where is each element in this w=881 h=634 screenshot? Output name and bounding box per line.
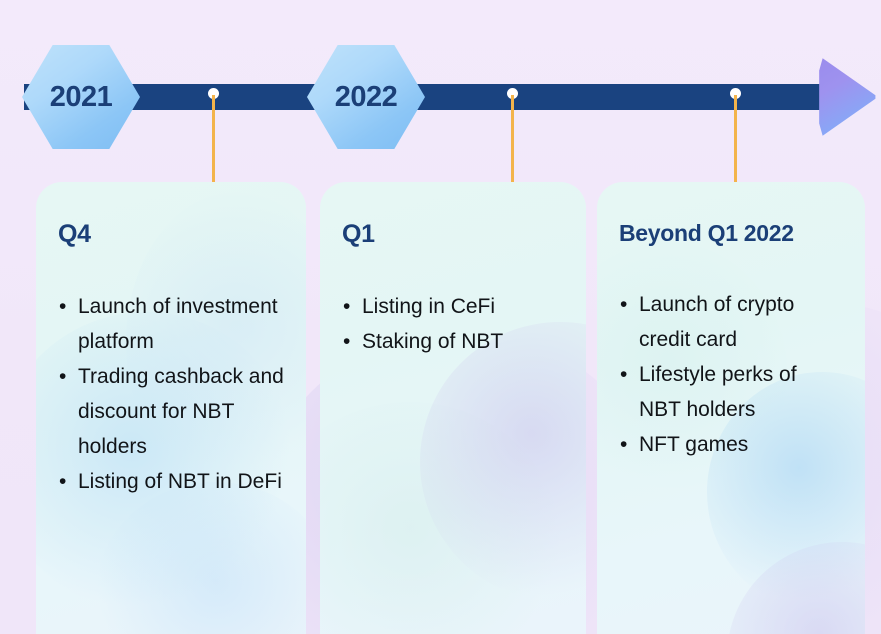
list-item: Launch of crypto credit card [619,287,843,357]
arrow-right-icon [819,58,876,136]
timeline-bar [24,84,834,110]
connector-dot-q1 [507,88,518,99]
card-item-list: Listing in CeFi Staking of NBT [342,289,564,359]
card-blob [96,482,306,634]
connector-line-q4 [212,95,215,183]
list-item: NFT games [619,427,843,462]
list-item: Trading cashback and discount for NBT ho… [58,359,284,464]
milestone-label: 2021 [49,80,113,113]
roadmap-card-q4[interactable]: Q4 Launch of investment platform Trading… [36,182,306,634]
list-item: Lifestyle perks of NBT holders [619,357,843,427]
connector-line-beyond [734,95,737,183]
card-title: Q4 [58,220,91,248]
connector-dot-q4 [208,88,219,99]
connector-line-q1 [511,95,514,183]
card-title: Q1 [342,220,375,248]
timeline-milestone-2021[interactable]: 2021 [22,45,140,149]
timeline: 2021 2022 [0,0,881,183]
roadmap-card-beyond-q1-2022[interactable]: Beyond Q1 2022 Launch of crypto credit c… [597,182,865,634]
connector-dot-beyond [730,88,741,99]
card-blob [420,322,586,602]
list-item: Launch of investment platform [58,289,284,359]
list-item: Listing of NBT in DeFi [58,464,284,499]
list-item: Staking of NBT [342,324,564,359]
card-title: Beyond Q1 2022 [619,220,794,246]
card-blob [727,542,865,634]
list-item: Listing in CeFi [342,289,564,324]
card-blob [320,402,560,634]
timeline-milestone-2022[interactable]: 2022 [307,45,425,149]
card-item-list: Launch of investment platform Trading ca… [58,289,284,499]
card-item-list: Launch of crypto credit card Lifestyle p… [619,287,843,462]
milestone-label: 2022 [334,80,398,113]
roadmap-card-q1[interactable]: Q1 Listing in CeFi Staking of NBT [320,182,586,634]
